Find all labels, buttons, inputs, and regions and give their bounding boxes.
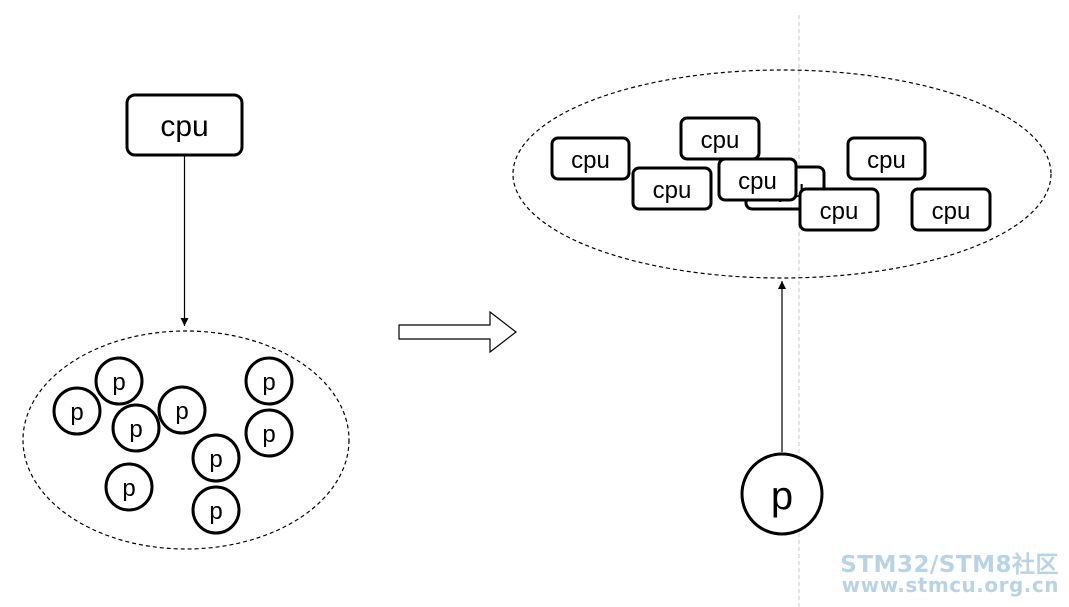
right-cpu-box: cpu: [798, 187, 880, 232]
p-label: p: [209, 446, 222, 473]
right-p-label: p: [771, 474, 793, 518]
cpu-label: cpu: [701, 127, 740, 154]
p-label: p: [262, 421, 275, 448]
cpu-label: cpu: [820, 198, 859, 225]
cpu-label: cpu: [867, 147, 906, 174]
left-p-circle: p: [94, 356, 144, 406]
right-cpu-box: cpu: [631, 166, 713, 211]
left-process-pool: [22, 330, 350, 550]
p-label: p: [175, 398, 188, 425]
p-label: p: [129, 416, 142, 443]
watermark-line2: www.stmcu.org.cn: [841, 573, 1059, 597]
right-cpu-box: cpu: [846, 136, 927, 181]
left-p-circle: p: [244, 356, 294, 406]
left-p-circle: p: [104, 462, 154, 512]
right-p-circle: p: [740, 452, 824, 536]
right-cpu-box: cpu: [717, 157, 798, 202]
left-process-group: p p p p p p p p p: [52, 356, 294, 535]
right-cpu-pool: [512, 69, 1052, 279]
cpu-label: cpu: [738, 168, 777, 195]
cpu-label: cpu: [653, 177, 692, 204]
right-cpu-box: cpu: [679, 116, 761, 161]
watermark-line1: STM32/STM8社区: [840, 552, 1059, 578]
left-cpu-label: cpu: [160, 110, 208, 143]
p-label: p: [70, 399, 83, 426]
left-p-circle: p: [157, 385, 207, 435]
transition-arrow: [398, 310, 517, 354]
p-label: p: [262, 369, 275, 396]
p-label: p: [122, 475, 135, 502]
cpu-label: cpu: [932, 198, 971, 225]
p-label: p: [209, 498, 222, 525]
right-cpu-box: cpu: [910, 187, 992, 232]
p-label: p: [112, 369, 125, 396]
left-p-circle: p: [52, 386, 102, 436]
cpu-label: cpu: [571, 147, 610, 174]
left-p-circle: p: [191, 485, 241, 535]
left-p-circle: p: [244, 408, 294, 458]
right-cpu-box: cpu: [550, 136, 631, 181]
right-cpu-group: cpu cpu cpu cpu cpu cpu cpu cpu: [550, 116, 992, 232]
left-p-circle: p: [191, 433, 241, 483]
left-cpu-box: cpu: [125, 93, 244, 157]
left-p-circle: p: [111, 403, 161, 453]
